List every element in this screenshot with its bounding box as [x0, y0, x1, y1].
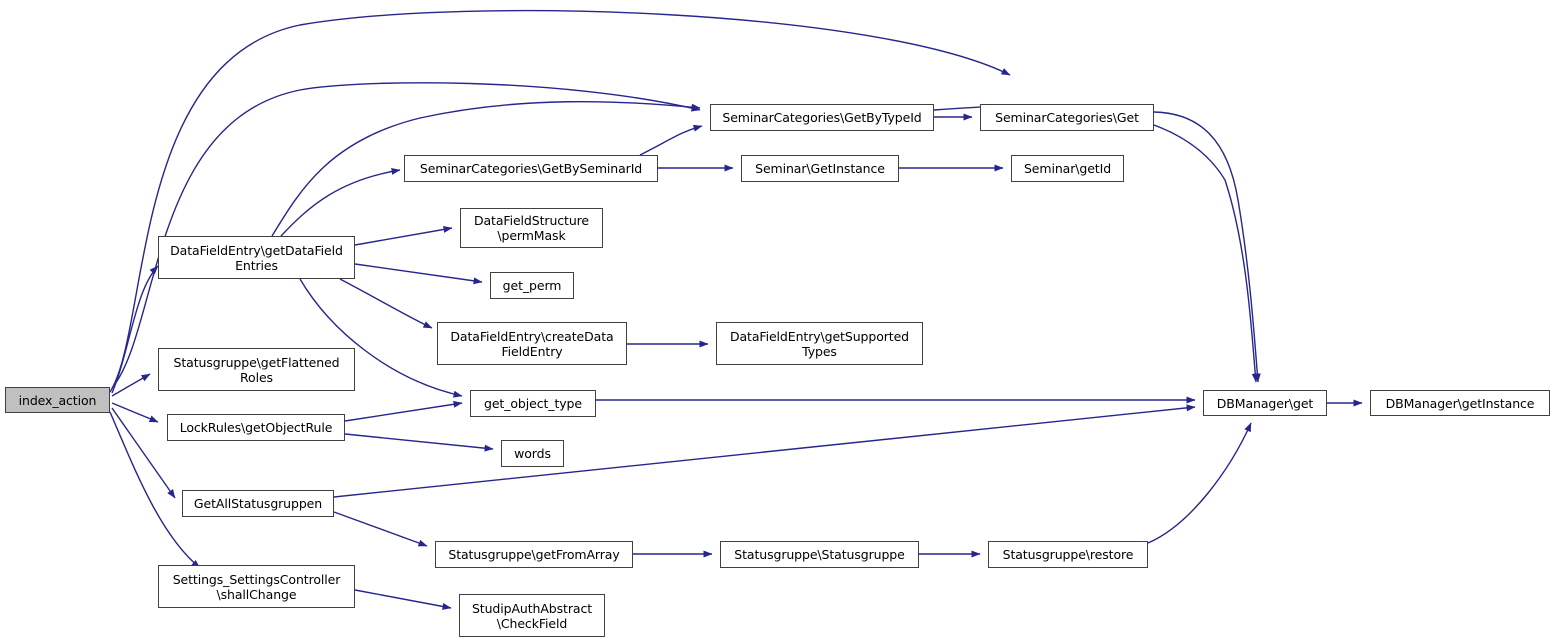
graph-node-label-getObjectRule: LockRules\getObjectRule [179, 420, 333, 435]
call-edge-getDataFieldEntries-to-createDataFieldEntry [339, 278, 433, 329]
graph-node-getSupportedTypes[interactable]: DataFieldEntry\getSupported Types [716, 322, 923, 365]
call-edge-index_action-to-getDataFieldEntries [111, 265, 159, 394]
call-edge-getByTypeId-to-DBManagerGet [933, 105, 1259, 383]
graph-node-label-SeminarCategoriesGet: SeminarCategories\Get [995, 110, 1139, 125]
graph-node-label-CheckField: StudipAuthAbstract \CheckField [471, 600, 593, 631]
graph-node-label-shallChange: Settings_SettingsController \shallChange [172, 571, 341, 602]
call-edge-getObjectRule-to-words [344, 433, 494, 452]
call-edge-getDataFieldEntries-to-permMask [354, 226, 453, 246]
call-edge-SeminarCategoriesGet-to-DBManagerGet [1153, 111, 1261, 383]
graph-node-label-Statusgruppe: Statusgruppe\Statusgruppe [734, 547, 905, 562]
graph-node-getDataFieldEntries[interactable]: DataFieldEntry\getDataField Entries [158, 236, 355, 279]
graph-node-label-permMask: DataFieldStructure \permMask [473, 213, 590, 243]
graph-node-createDataFieldEntry[interactable]: DataFieldEntry\createData FieldEntry [437, 322, 627, 365]
graph-node-label-get_perm: get_perm [502, 278, 562, 293]
graph-node-getId[interactable]: Seminar\getId [1011, 155, 1124, 182]
call-edge-getAllStatusgruppen-to-getFromArray [333, 511, 428, 547]
graph-node-CheckField[interactable]: StudipAuthAbstract \CheckField [459, 594, 605, 637]
call-edge-restore-to-DBManagerGet [1147, 422, 1252, 544]
graph-node-permMask[interactable]: DataFieldStructure \permMask [460, 208, 603, 248]
graph-node-getObjectRule[interactable]: LockRules\getObjectRule [167, 414, 345, 441]
graph-node-GetInstance[interactable]: Seminar\GetInstance [741, 155, 899, 182]
graph-node-label-DBManagerGet: DBManager\get [1216, 395, 1314, 411]
graph-node-label-getAllStatusgruppen: GetAllStatusgruppen [193, 496, 323, 511]
call-edge-shallChange-to-CheckField [354, 589, 452, 610]
graph-node-Statusgruppe[interactable]: Statusgruppe\Statusgruppe [720, 541, 919, 568]
graph-node-label-GetInstance: Seminar\GetInstance [755, 161, 885, 176]
call-edge-getDataFieldEntries-to-get_object_type [299, 278, 463, 398]
graph-node-label-index_action: index_action [18, 392, 97, 408]
graph-node-label-getId: Seminar\getId [1023, 161, 1112, 176]
graph-node-getFromArray[interactable]: Statusgruppe\getFromArray [435, 541, 633, 568]
graph-node-getByTypeId[interactable]: SeminarCategories\GetByTypeId [710, 104, 934, 131]
call-edge-getAllStatusgruppen-to-DBManagerGet [333, 404, 1196, 498]
graph-node-label-getDataFieldEntries: DataFieldEntry\getDataField Entries [170, 242, 343, 273]
graph-node-label-createDataFieldEntry: DataFieldEntry\createData FieldEntry [450, 328, 614, 359]
graph-node-label-getFromArray: Statusgruppe\getFromArray [448, 547, 620, 562]
graph-node-restore[interactable]: Statusgruppe\restore [988, 541, 1148, 568]
graph-node-label-getBySeminarId: SeminarCategories\GetBySeminarId [419, 161, 643, 176]
graph-node-index_action[interactable]: index_action [5, 387, 110, 413]
call-edge-index_action-to-getObjectRule [111, 402, 159, 423]
call-edge-getObjectRule-to-get_object_type [344, 400, 463, 422]
graph-node-label-getSupportedTypes: DataFieldEntry\getSupported Types [729, 328, 910, 359]
graph-node-label-DBManagerGetInstance: DBManager\getInstance [1385, 395, 1535, 411]
graph-node-getFlattenedRoles[interactable]: Statusgruppe\getFlattened Roles [158, 348, 355, 391]
call-edge-index_action-to-getByTypeId [109, 9, 1011, 393]
graph-node-label-words: words [514, 446, 551, 461]
call-edge-getDataFieldEntries-to-get_perm [354, 263, 483, 285]
graph-node-get_object_type[interactable]: get_object_type [470, 390, 596, 417]
graph-node-getAllStatusgruppen[interactable]: GetAllStatusgruppen [182, 490, 334, 517]
call-edge-getBySeminarId-to-getByTypeId [639, 124, 703, 156]
call-edge-getDataFieldEntries-to-getByTypeId [271, 100, 701, 237]
graph-node-getBySeminarId[interactable]: SeminarCategories\GetBySeminarId [404, 155, 658, 182]
edges-group [109, 9, 1363, 610]
call-edge-index_action-to-getAllStatusgruppen [111, 407, 176, 499]
graph-node-DBManagerGet[interactable]: DBManager\get [1203, 390, 1327, 416]
graph-node-label-getByTypeId: SeminarCategories\GetByTypeId [722, 110, 922, 125]
graph-node-label-restore: Statusgruppe\restore [1002, 547, 1134, 562]
graph-node-shallChange[interactable]: Settings_SettingsController \shallChange [158, 565, 355, 608]
graph-node-get_perm[interactable]: get_perm [490, 272, 574, 299]
call-edge-index_action-to-shallChange [109, 411, 201, 569]
call-edge-index_action-to-getBySeminarId [111, 82, 701, 389]
graph-node-SeminarCategoriesGet[interactable]: SeminarCategories\Get [980, 104, 1154, 131]
call-edge-index_action-to-getFlattenedRoles [111, 373, 151, 397]
graph-node-label-getFlattenedRoles: Statusgruppe\getFlattened Roles [173, 354, 340, 385]
graph-node-label-get_object_type: get_object_type [484, 396, 582, 411]
graph-node-words[interactable]: words [501, 440, 564, 467]
graph-node-DBManagerGetInstance[interactable]: DBManager\getInstance [1370, 390, 1550, 416]
call-edge-getDataFieldEntries-to-getBySeminarId [280, 167, 401, 237]
